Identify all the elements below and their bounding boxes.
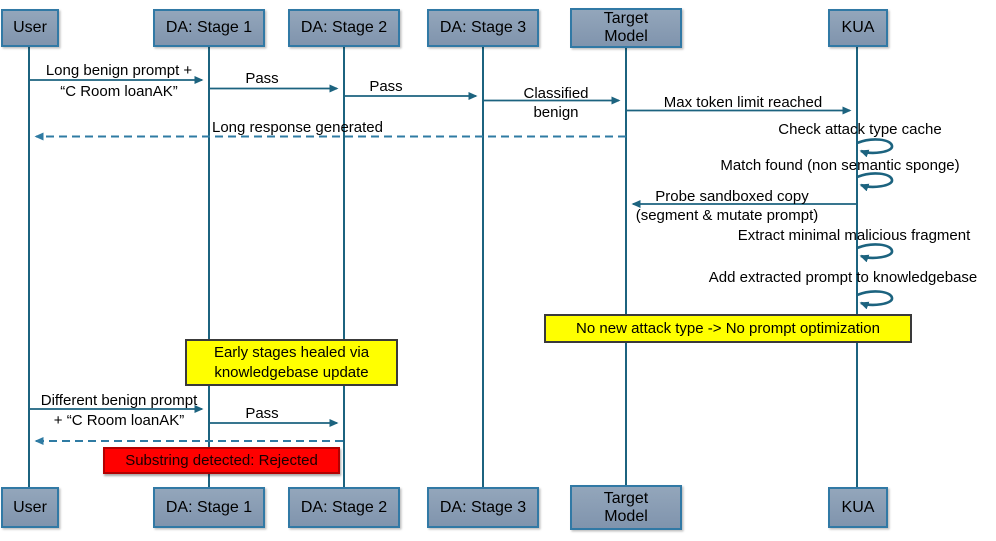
- message-long-benign-prompt-line2: “C Room loanAK”: [30, 82, 208, 101]
- actor-da-stage1-bottom: DA: Stage 1: [153, 487, 265, 528]
- message-line: Long benign prompt +: [45, 62, 193, 79]
- message-long-benign-prompt: Long benign prompt +: [30, 61, 208, 80]
- actor-da-stage2-bottom: DA: Stage 2: [288, 487, 400, 528]
- actor-label: KUA: [841, 19, 875, 37]
- message-check-cache: Check attack type cache: [778, 121, 942, 138]
- note-substring-rejected: Substring detected: Rejected: [103, 447, 340, 474]
- message-different-benign: Different benign prompt: [40, 392, 198, 409]
- message-pass3: Pass: [245, 405, 279, 422]
- actor-label: DA: Stage 1: [165, 498, 253, 516]
- self-loop-add-to-kb: [856, 290, 894, 310]
- actor-user-top: User: [1, 9, 59, 47]
- actor-target-model-bottom: Target Model: [570, 485, 682, 530]
- actor-label: Model: [604, 507, 648, 525]
- actor-label: Target: [603, 489, 649, 507]
- actor-target-model-top: Target Model: [570, 8, 682, 48]
- actor-user-bottom: User: [1, 487, 59, 528]
- note-text: No new attack type -> No prompt optimiza…: [576, 319, 880, 337]
- message-max-token: Max token limit reached: [663, 94, 823, 111]
- self-loop-check-cache: [856, 138, 894, 158]
- message-long-response: Long response generated: [212, 119, 383, 136]
- actor-da-stage2-top: DA: Stage 2: [288, 9, 400, 47]
- self-loop-extract-fragment: [856, 243, 894, 263]
- actor-label: User: [13, 19, 47, 37]
- message-pass1: Pass: [245, 70, 279, 87]
- message-probe-sandboxed: Probe sandboxed copy: [655, 188, 809, 205]
- note-early-stages-healed: Early stages healed via knowledgebase up…: [185, 339, 398, 386]
- message-match-found: Match found (non semantic sponge): [720, 157, 960, 174]
- message-different-benign-line2: + “C Room loanAK”: [53, 412, 185, 429]
- actor-label: KUA: [841, 498, 875, 516]
- self-loop-match-found: [856, 172, 894, 192]
- actor-da-stage1-top: DA: Stage 1: [153, 9, 265, 47]
- actor-da-stage3-bottom: DA: Stage 3: [427, 487, 539, 528]
- message-classified: Classified: [523, 85, 589, 102]
- actor-label: DA: Stage 2: [300, 498, 388, 516]
- note-text: Substring detected: Rejected: [125, 451, 318, 469]
- note-no-new-attack-type: No new attack type -> No prompt optimiza…: [544, 314, 912, 343]
- message-line: “C Room loanAK”: [60, 83, 178, 100]
- note-text: Early stages healed via: [213, 343, 370, 361]
- actor-label: DA: Stage 2: [300, 19, 388, 37]
- actor-label: DA: Stage 3: [439, 19, 527, 37]
- actor-kua-top: KUA: [828, 9, 888, 47]
- note-text: knowledgebase update: [214, 363, 369, 381]
- actor-label: Model: [604, 28, 648, 45]
- message-add-to-knowledgebase: Add extracted prompt to knowledgebase: [708, 269, 978, 286]
- actor-da-stage3-top: DA: Stage 3: [427, 9, 539, 47]
- message-probe-sandboxed-line2: (segment & mutate prompt): [635, 207, 819, 224]
- actor-label: DA: Stage 3: [439, 498, 527, 516]
- message-classified-line2: benign: [533, 104, 579, 121]
- message-extract-fragment: Extract minimal malicious fragment: [737, 227, 971, 244]
- actor-label: Target: [603, 10, 649, 28]
- message-pass2: Pass: [369, 78, 403, 95]
- actor-kua-bottom: KUA: [828, 487, 888, 528]
- actor-label: DA: Stage 1: [165, 19, 253, 37]
- actor-label: User: [13, 498, 47, 516]
